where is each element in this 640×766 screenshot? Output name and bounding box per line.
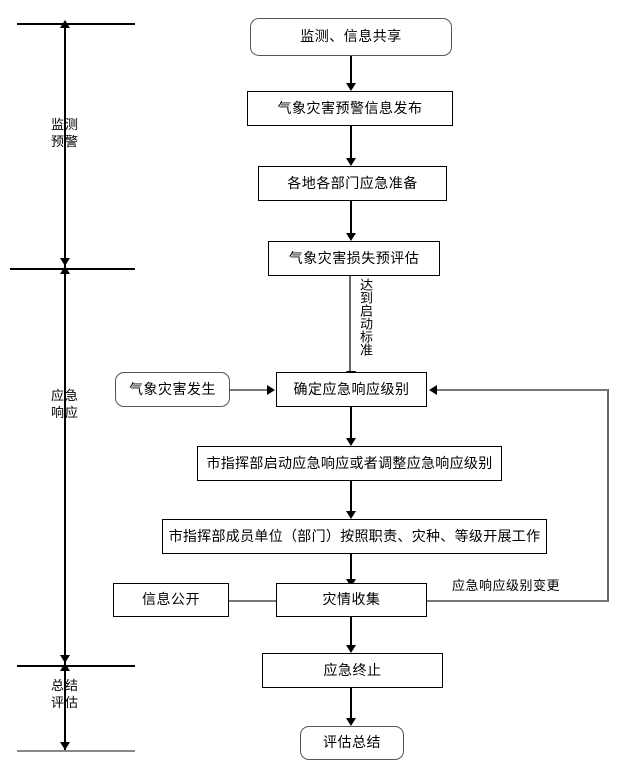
phase-rule-bottom	[17, 750, 135, 752]
edge-n3-n4-arrow	[346, 233, 356, 241]
node-emergency-termination[interactable]: 应急终止	[262, 653, 443, 688]
node-disaster-data-collection[interactable]: 灾情收集	[276, 583, 427, 617]
phase-arrow-summary-bottom	[60, 742, 70, 750]
edge-label-activation-threshold: 达到启动标准	[357, 278, 372, 356]
phase-arrow-summary-top	[60, 663, 70, 671]
edge-feedback-bottom	[427, 600, 609, 602]
edge-n3-n4	[350, 201, 352, 234]
edge-n11-n12-arrow	[346, 718, 356, 726]
phase-rule-mid-upper	[10, 268, 135, 270]
edge-n1-n2-arrow	[346, 83, 356, 91]
phase-axis-summary	[64, 667, 66, 750]
edge-n6-n7	[350, 407, 352, 439]
node-warning-release[interactable]: 气象灾害预警信息发布	[247, 91, 453, 126]
edge-n5-n6	[230, 389, 268, 391]
phase-label-summary-line1: 总结	[50, 679, 79, 694]
edge-feedback-arrow	[429, 385, 437, 395]
edge-n7-n8-arrow	[346, 511, 356, 519]
node-disaster-occurrence[interactable]: 气象灾害发生	[115, 372, 230, 407]
phase-arrow-monitoring-top	[60, 20, 70, 28]
phase-axis-monitoring	[64, 24, 66, 268]
edge-n8-n10	[350, 554, 352, 580]
edge-n6-n7-arrow	[346, 438, 356, 446]
edge-n7-n8	[350, 481, 352, 512]
edge-n10-n9	[229, 600, 276, 602]
edge-label-response-level-change: 应急响应级别变更	[452, 579, 561, 594]
phase-label-monitoring: 监测 预警	[35, 117, 95, 151]
node-monitoring-info-sharing[interactable]: 监测、信息共享	[250, 18, 452, 56]
phase-arrow-monitoring-bottom	[60, 258, 70, 266]
edge-n2-n3	[350, 126, 352, 159]
phase-label-response: 应急 响应	[35, 388, 95, 422]
edge-n11-n12	[350, 688, 352, 719]
phase-arrow-response-top	[60, 266, 70, 274]
edge-n2-n3-arrow	[346, 158, 356, 166]
node-member-units-duties[interactable]: 市指挥部成员单位（部门）按照职责、灾种、等级开展工作	[162, 519, 547, 554]
edge-feedback-right	[607, 389, 609, 601]
phase-rule-top	[17, 23, 135, 25]
node-information-disclosure[interactable]: 信息公开	[113, 583, 229, 617]
phase-label-monitoring-line2: 预警	[50, 135, 79, 150]
node-determine-response-level[interactable]: 确定应急响应级别	[276, 372, 427, 407]
node-assessment-summary[interactable]: 评估总结	[300, 726, 404, 760]
phase-label-summary: 总结 评估	[35, 678, 95, 712]
edge-n10-n11	[350, 617, 352, 646]
edge-feedback-top	[437, 389, 608, 391]
phase-arrow-response-bottom	[60, 655, 70, 663]
edge-n10-n11-arrow	[346, 645, 356, 653]
phase-label-summary-line2: 评估	[50, 696, 79, 711]
phase-axis-response	[64, 270, 66, 665]
phase-label-response-line2: 响应	[50, 406, 79, 421]
node-local-department-preparation[interactable]: 各地各部门应急准备	[258, 166, 447, 201]
edge-n4-n6	[349, 276, 351, 374]
phase-rule-mid-lower	[17, 665, 135, 667]
edge-n1-n2	[350, 56, 352, 84]
node-city-hq-activate-response[interactable]: 市指挥部启动应急响应或者调整应急响应级别	[197, 446, 502, 481]
edge-n5-n6-arrow	[267, 385, 275, 395]
phase-label-response-line1: 应急	[50, 389, 79, 404]
phase-label-monitoring-line1: 监测	[50, 118, 79, 133]
node-loss-pre-assessment[interactable]: 气象灾害损失预评估	[268, 241, 440, 276]
